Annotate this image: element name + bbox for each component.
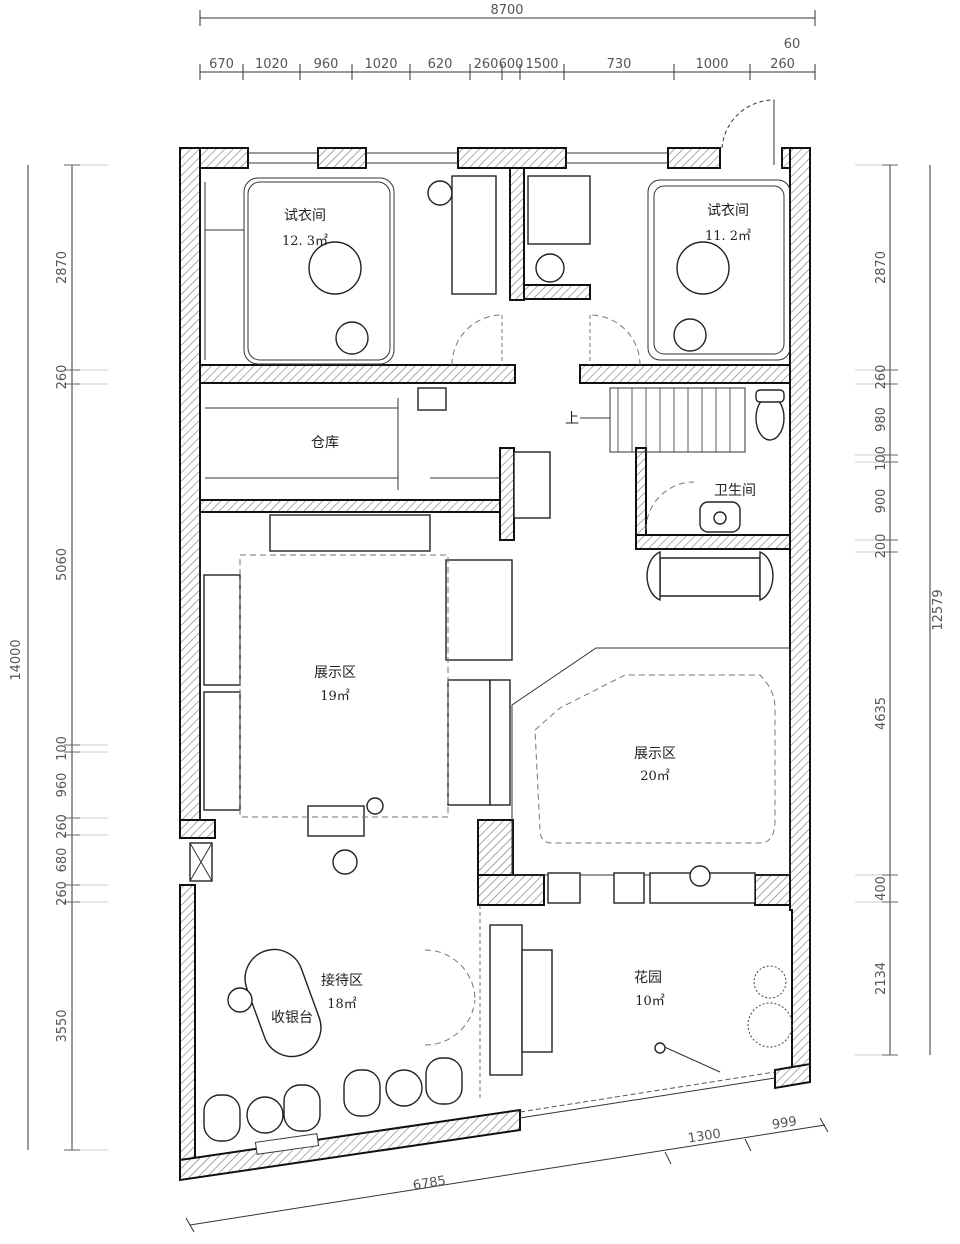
- stair-label: 上: [565, 411, 579, 427]
- display-area-right: 展示区 20㎡: [511, 550, 791, 904]
- top-dimension-7: 600: [499, 57, 524, 72]
- chair-3: [343, 1069, 381, 1117]
- exterior-walls: [179, 147, 811, 1182]
- left-dimensions: 14000 2870 260 5060 100 960 260 680 260 3550: [9, 164, 108, 1151]
- left-dimension-7: 680: [55, 848, 70, 873]
- top-dimension-11: 260: [770, 57, 795, 72]
- top-dimension-8: 1500: [525, 57, 558, 72]
- garden-area: 花园 10㎡: [489, 924, 793, 1076]
- reception-name: 接待区: [321, 972, 363, 989]
- bottom-dimensions: 6785 1300 999: [185, 1114, 829, 1233]
- bottom-dimension-1: 1300: [687, 1127, 722, 1147]
- display-right-name: 展示区: [634, 746, 676, 762]
- top-dimension-9: 730: [607, 57, 632, 72]
- reception-area: 接待区 18㎡ 收银台: [189, 842, 481, 1142]
- fitting-room-left: 试衣间 12. 3㎡: [204, 175, 497, 365]
- garden-area-value: 10㎡: [635, 994, 665, 1009]
- right-dimension-2: 260: [874, 365, 889, 390]
- fitting-left-area: 12. 3㎡: [282, 234, 328, 249]
- fitting-left-name: 试衣间: [284, 208, 326, 224]
- right-dimension-3: 980: [874, 407, 889, 432]
- left-dimension-3: 5060: [55, 548, 70, 581]
- interior-walls: [179, 167, 791, 906]
- bottom-dimension-2: 999: [771, 1114, 798, 1133]
- fitting-room-right: 试衣间 11. 2㎡: [527, 175, 791, 361]
- top-dimension-5: 620: [428, 57, 453, 72]
- left-dimension-6: 260: [55, 814, 70, 839]
- garden-name: 花园: [634, 970, 662, 986]
- side-table-2: [385, 1069, 423, 1107]
- fitting-right-name: 试衣间: [707, 203, 749, 219]
- storage-room: 仓库: [205, 387, 551, 519]
- top-small-dimension: 60: [784, 37, 801, 52]
- cashier-label: 收银台: [271, 1010, 313, 1026]
- left-dimension-8: 260: [55, 881, 70, 906]
- display-left-name: 展示区: [314, 665, 356, 681]
- right-dimension-1: 2870: [874, 251, 889, 284]
- display-left-area: 19㎡: [320, 689, 350, 704]
- right-dimensions: 12579 2870 260 980 100 900 200 4635 400 2134: [855, 164, 946, 1056]
- chair-1: [203, 1094, 241, 1142]
- toilet-room: 卫生间: [645, 389, 785, 533]
- top-dimension-1: 670: [209, 57, 234, 72]
- chair-4: [425, 1057, 463, 1105]
- left-dimension-1: 2870: [55, 251, 70, 284]
- right-dimension-4: 100: [874, 446, 889, 471]
- right-total-dimension: 12579: [931, 589, 946, 630]
- right-dimension-7: 4635: [874, 697, 889, 730]
- storage-name: 仓库: [311, 435, 339, 451]
- left-dimension-9: 3550: [55, 1009, 70, 1042]
- right-dimension-8: 400: [874, 876, 889, 901]
- fitting-right-area: 11. 2㎡: [705, 229, 751, 244]
- left-dimension-2: 260: [55, 365, 70, 390]
- bottom-total-dimension: 6785: [412, 1174, 447, 1194]
- top-dimension-2: 1020: [255, 57, 288, 72]
- plant-icon: [747, 965, 793, 1048]
- top-dimension-10: 1000: [695, 57, 728, 72]
- top-dimension-6: 260: [474, 57, 499, 72]
- chair-2: [283, 1084, 321, 1132]
- right-dimension-5: 900: [874, 489, 889, 514]
- toilet-name: 卫生间: [714, 483, 756, 499]
- top-total-dimension: 8700: [490, 3, 523, 18]
- staircase: 上: [565, 387, 746, 453]
- reception-area-value: 18㎡: [327, 997, 357, 1012]
- top-dimension-4: 1020: [364, 57, 397, 72]
- display-area-left: 展示区 19㎡: [199, 512, 513, 837]
- right-dimension-6: 200: [874, 534, 889, 559]
- left-total-dimension: 14000: [9, 639, 24, 680]
- left-dimension-5: 960: [55, 773, 70, 798]
- right-dimension-9: 2134: [874, 962, 889, 995]
- fitting-doors: [451, 99, 775, 366]
- top-dimension-3: 960: [314, 57, 339, 72]
- display-right-area: 20㎡: [640, 769, 670, 784]
- left-dimension-4: 100: [55, 736, 70, 761]
- side-table-1: [246, 1096, 284, 1134]
